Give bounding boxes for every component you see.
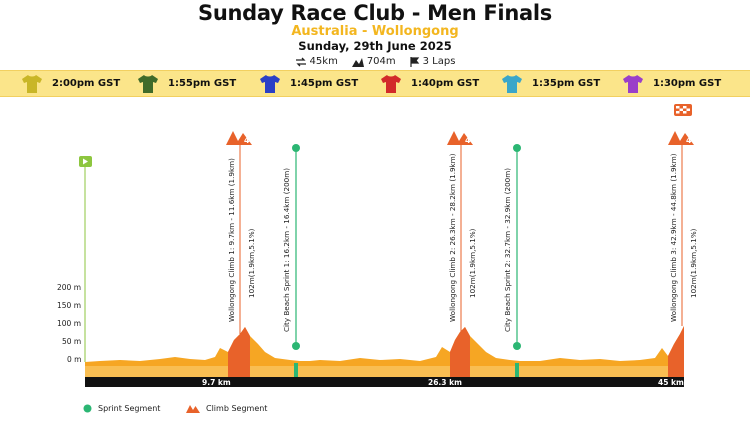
wave-start-band: 2:00pm GST 1:55pm GST 1:45pm GST 1:40pm … [0, 70, 750, 97]
climb-segment [668, 326, 684, 377]
y-tick-label: 100 m [57, 319, 81, 328]
climb-stats: 102m(1.9km,5.1%) [689, 228, 698, 298]
page-title: Sunday Race Club - Men Finals [198, 1, 552, 25]
climb-category: 4 [686, 136, 692, 145]
terrain-highlight [85, 366, 684, 377]
sprint-segment [515, 363, 519, 377]
climb-category: 4 [244, 136, 250, 145]
wave-item: 1:30pm GST [623, 71, 721, 96]
jersey-icon [623, 74, 643, 93]
flag-icon [410, 56, 419, 67]
y-tick-label: 0 m [67, 355, 81, 364]
climb-stats: 102m(1.9km,5.1%) [247, 228, 256, 298]
wave-item: 1:55pm GST [138, 71, 236, 96]
climb-category-icon: 4 [668, 131, 694, 145]
climb-stats: 102m(1.9km,5.1%) [468, 228, 477, 298]
laps-value: 3 Laps [422, 56, 456, 67]
climb-label: Wollongong Climb 1: 9.7km - 11.6km (1.9k… [227, 158, 236, 322]
sprint-segment [294, 363, 298, 377]
km-marker: 45 km [658, 378, 684, 387]
jersey-icon [260, 74, 280, 93]
km-marker: 26.3 km [428, 378, 462, 387]
wave-time: 1:35pm GST [532, 78, 601, 89]
climb-icon [186, 405, 200, 413]
race-location: Australia - Wollongong [291, 24, 459, 39]
sprint-label: City Beach Sprint 1: 16.2km - 16.4km (20… [282, 168, 291, 332]
wave-time: 1:40pm GST [411, 78, 480, 89]
y-tick-label: 150 m [57, 301, 81, 310]
elevation-icon [351, 57, 364, 67]
elevation-stat: 704m [351, 56, 396, 67]
sprint-end-dot [292, 342, 300, 350]
wave-item: 2:00pm GST [22, 71, 120, 96]
jersey-icon [381, 74, 401, 93]
y-tick-label: 200 m [57, 283, 81, 292]
distance-bar [85, 377, 684, 387]
wave-time: 1:30pm GST [653, 78, 722, 89]
legend-climb: Climb Segment [186, 404, 267, 413]
jersey-icon [138, 74, 158, 93]
wave-time: 1:55pm GST [168, 78, 237, 89]
y-tick-label: 50 m [62, 337, 81, 346]
legend-sprint-label: Sprint Segment [98, 404, 161, 413]
wave-item: 1:35pm GST [502, 71, 600, 96]
climb-category-icon: 4 [447, 131, 473, 145]
climb-label: Wollongong Climb 2: 26.3km - 28.2km (1.9… [448, 153, 457, 322]
distance-icon [295, 57, 306, 66]
sprint-end-dot [513, 342, 521, 350]
legend-sprint: Sprint Segment [83, 404, 160, 413]
elevation-profile: 200 m 150 m 100 m 50 m 0 m 4 4 4 [57, 104, 698, 387]
legend-climb-label: Climb Segment [206, 404, 268, 413]
jersey-icon [22, 74, 42, 93]
play-icon [83, 158, 88, 165]
elevation-value: 704m [366, 56, 396, 67]
sprint-start-dot [513, 144, 521, 152]
jersey-icon [502, 74, 522, 93]
sprint-dot-icon [83, 404, 92, 413]
sprint-start-dot [292, 144, 300, 152]
finish-flag-icon [674, 104, 692, 116]
race-date: Sunday, 29th June 2025 [298, 39, 452, 53]
climb-label: Wollongong Climb 3: 42.9km - 44.8km (1.9… [669, 153, 678, 322]
sprint-label: City Beach Sprint 2: 32.7km - 32.9km (20… [503, 168, 512, 332]
km-marker: 9.7 km [202, 378, 231, 387]
wave-item: 1:45pm GST [260, 71, 358, 96]
climb-segment [450, 327, 470, 377]
climb-segment [228, 327, 250, 377]
race-stats: 45km 704m 3 Laps [0, 56, 750, 67]
wave-time: 2:00pm GST [52, 78, 121, 89]
distance-value: 45km [309, 56, 338, 67]
climb-category: 4 [465, 136, 471, 145]
wave-item: 1:40pm GST [381, 71, 479, 96]
climb-category-icon: 4 [226, 131, 252, 145]
distance-stat: 45km [295, 56, 338, 67]
laps-stat: 3 Laps [410, 56, 456, 67]
wave-time: 1:45pm GST [290, 78, 359, 89]
